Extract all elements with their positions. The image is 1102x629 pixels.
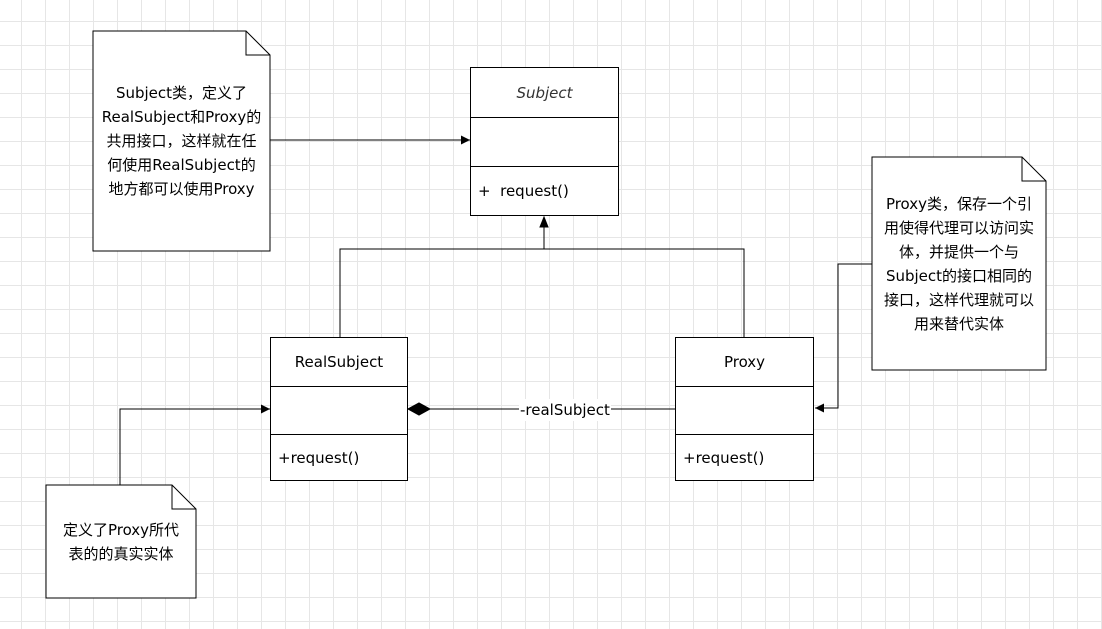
association-label: -realSubject <box>519 399 611 421</box>
proxy-note-line: 接口，这样代理就可以 <box>883 290 1034 309</box>
realsubject-class-name: RealSubject <box>294 353 384 371</box>
subject-note[interactable]: Subject类，定义了 RealSubject和Proxy的 共用接口，这样就… <box>93 55 270 227</box>
proxy-attributes-section <box>676 386 813 434</box>
inheritance-arrowhead <box>539 215 549 228</box>
proxy-note-fold <box>1021 157 1046 182</box>
subject-class[interactable]: Subject + request() <box>470 67 619 216</box>
realsubject-note[interactable]: 定义了Proxy所代 表的的真实实体 <box>46 505 196 578</box>
subject-class-name-section: Subject <box>471 68 618 117</box>
proxy-operation: +request() <box>683 448 765 467</box>
subject-note-fold <box>245 31 270 56</box>
proxy-class-name: Proxy <box>723 353 766 371</box>
realsubject-operations-section: +request() <box>271 434 407 480</box>
proxy-note-line: 体，并提供一个与 <box>898 242 1019 261</box>
subject-note-line: 共用接口，这样就在任 <box>106 132 257 150</box>
realsubject-class[interactable]: RealSubject +request() <box>270 337 408 481</box>
subject-note-line: Subject类，定义了 <box>115 84 248 102</box>
inheritance-line-proxy <box>544 248 745 337</box>
subject-note-line: 地方都可以使用Proxy <box>108 180 255 198</box>
proxy-note-line: 用使得代理可以访问实 <box>883 218 1034 237</box>
subject-note-line: RealSubject和Proxy的 <box>101 108 262 126</box>
subject-attributes-section <box>471 117 618 166</box>
realsubject-operation: +request() <box>278 448 360 467</box>
proxy-note-line: Proxy类，保存一个引 <box>885 194 1033 213</box>
subject-operation: + request() <box>478 182 569 200</box>
realsubject-attributes-section <box>271 386 407 434</box>
realsubject-note-line: 定义了Proxy所代 <box>62 520 180 539</box>
subject-class-name: Subject <box>516 83 573 102</box>
proxy-note-line: Subject的接口相同的 <box>885 266 1033 285</box>
proxy-class-name-section: Proxy <box>676 338 813 386</box>
proxy-note-line: 用来替代实体 <box>913 314 1004 333</box>
proxy-note[interactable]: Proxy类，保存一个引 用使得代理可以访问实 体，并提供一个与 Subject… <box>872 181 1046 346</box>
subject-operations-section: + request() <box>471 166 618 215</box>
composition-diamond-icon <box>406 402 432 416</box>
realsubject-note-text: 定义了Proxy所代 表的的真实实体 <box>46 505 196 578</box>
proxy-operations-section: +request() <box>676 434 813 480</box>
proxy-class[interactable]: Proxy +request() <box>675 337 814 481</box>
realsubject-class-name-section: RealSubject <box>271 338 407 386</box>
inheritance-line-realsubject <box>339 218 545 337</box>
subject-note-line: 何使用RealSubject的 <box>107 156 256 174</box>
proxy-note-text: Proxy类，保存一个引 用使得代理可以访问实 体，并提供一个与 Subject… <box>872 181 1046 346</box>
proxy-note-connector <box>815 263 872 413</box>
subject-note-text: Subject类，定义了 RealSubject和Proxy的 共用接口，这样就… <box>93 55 270 227</box>
realsubject-note-connector <box>119 404 270 485</box>
realsubject-note-line: 表的的真实实体 <box>68 544 174 563</box>
